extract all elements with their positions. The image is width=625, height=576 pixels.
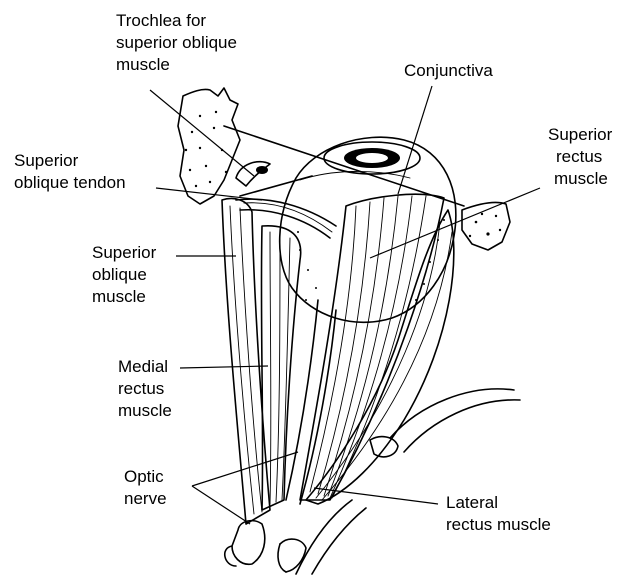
label-superior-oblique-tendon-line-2: oblique tendon (14, 172, 126, 194)
label-lateral-rectus: Lateral rectus muscle (446, 492, 551, 536)
label-superior-rectus-line-1: Superior (548, 124, 612, 146)
label-superior-oblique-muscle-line-3: muscle (92, 286, 156, 308)
label-superior-oblique-tendon-line-1: Superior (14, 150, 126, 172)
label-medial-rectus-line-1: Medial (118, 356, 172, 378)
label-medial-rectus-line-2: rectus (118, 378, 172, 400)
label-superior-rectus-line-3: muscle (548, 168, 612, 190)
superior-oblique-tendon-shape (236, 199, 336, 238)
label-superior-rectus: Superior rectus muscle (548, 124, 612, 190)
orbital-rim-lower (240, 176, 312, 196)
label-medial-rectus: Medial rectus muscle (118, 356, 172, 422)
label-conjunctiva: Conjunctiva (404, 60, 493, 82)
orbital-bone-left (178, 88, 240, 204)
label-optic-nerve-line-2: nerve (124, 488, 167, 510)
label-medial-rectus-line-3: muscle (118, 400, 172, 422)
orbital-rim-line (224, 126, 464, 206)
label-lateral-rectus-line-2: rectus muscle (446, 514, 551, 536)
trochlea-leader (150, 90, 254, 176)
label-lateral-rectus-line-1: Lateral (446, 492, 551, 514)
label-superior-oblique-muscle-line-1: Superior (92, 242, 156, 264)
nerve-stumps (225, 521, 306, 572)
leader-lines (150, 86, 540, 524)
label-trochlea: Trochlea for superior oblique muscle (116, 10, 237, 76)
optic-nerve-leader-upper (192, 452, 298, 486)
label-superior-oblique-tendon: Superior oblique tendon (14, 150, 126, 194)
label-superior-rectus-line-2: rectus (548, 146, 612, 168)
label-optic-nerve: Optic nerve (124, 466, 167, 510)
label-superior-oblique-muscle-line-2: oblique (92, 264, 156, 286)
label-trochlea-line-1: Trochlea for (116, 10, 237, 32)
optic-nerve-leader-lower (192, 486, 250, 524)
label-trochlea-line-3: muscle (116, 54, 237, 76)
label-trochlea-line-2: superior oblique (116, 32, 237, 54)
label-superior-oblique-muscle: Superior oblique muscle (92, 242, 156, 308)
label-optic-nerve-line-1: Optic (124, 466, 167, 488)
superior-rectus-shape (300, 194, 444, 500)
label-conjunctiva-line-1: Conjunctiva (404, 60, 493, 82)
orbital-bone-right (462, 202, 510, 250)
medial-rectus-shape (261, 226, 300, 510)
medial-rectus-leader (180, 366, 268, 368)
